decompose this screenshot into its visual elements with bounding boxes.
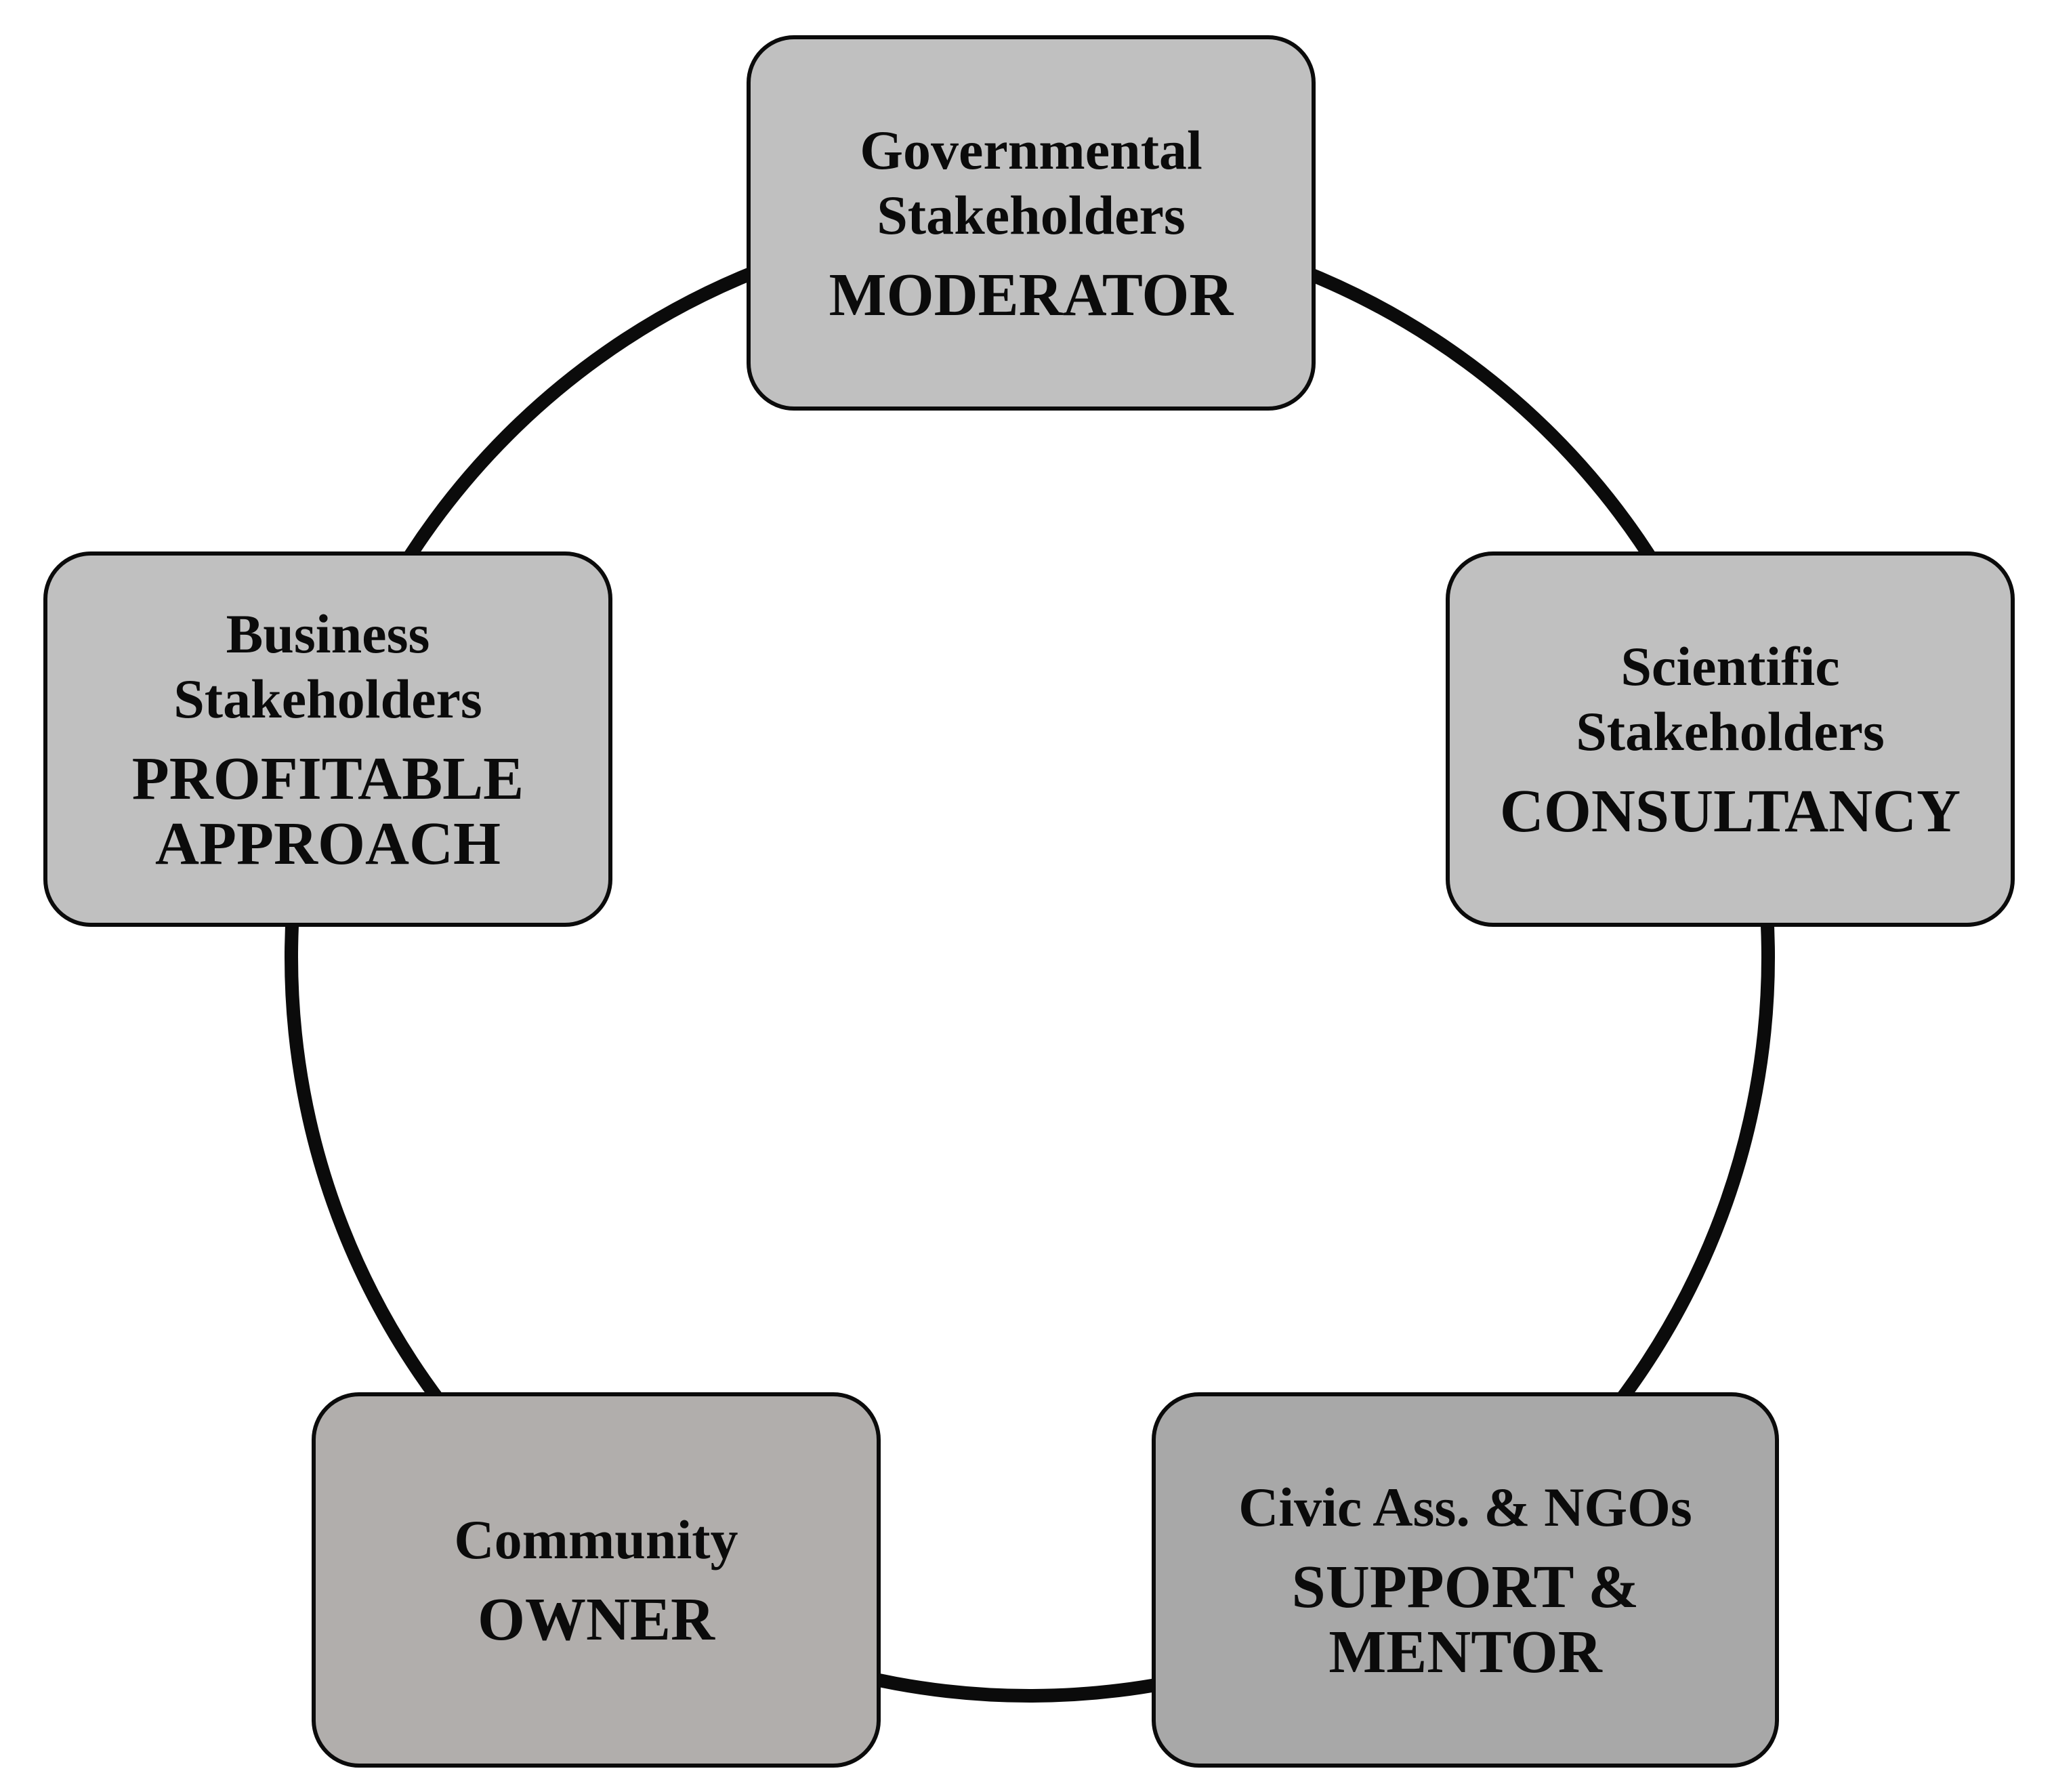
node-title: Governmental Stakeholders (860, 119, 1202, 246)
node-role: OWNER (477, 1586, 715, 1653)
node-community: Community OWNER (312, 1392, 881, 1768)
node-title: Civic Ass. & NGOs (1238, 1476, 1692, 1538)
node-title: Community (454, 1509, 738, 1570)
node-role: SUPPORT & MENTOR (1291, 1554, 1639, 1686)
node-civic-associations-ngos: Civic Ass. & NGOs SUPPORT & MENTOR (1152, 1392, 1779, 1768)
node-title: Business Stakeholders (173, 603, 482, 730)
node-role: CONSULTANCY (1499, 778, 1961, 845)
node-role: PROFITABLE APPROACH (131, 745, 524, 877)
node-governmental-stakeholders: Governmental Stakeholders MODERATOR (747, 35, 1316, 411)
node-title: Scientific Stakeholders (1576, 635, 1885, 762)
node-scientific-stakeholders: Scientific Stakeholders CONSULTANCY (1446, 551, 2015, 927)
node-role: MODERATOR (829, 262, 1234, 329)
node-business-stakeholders: Business Stakeholders PROFITABLE APPROAC… (43, 551, 612, 927)
